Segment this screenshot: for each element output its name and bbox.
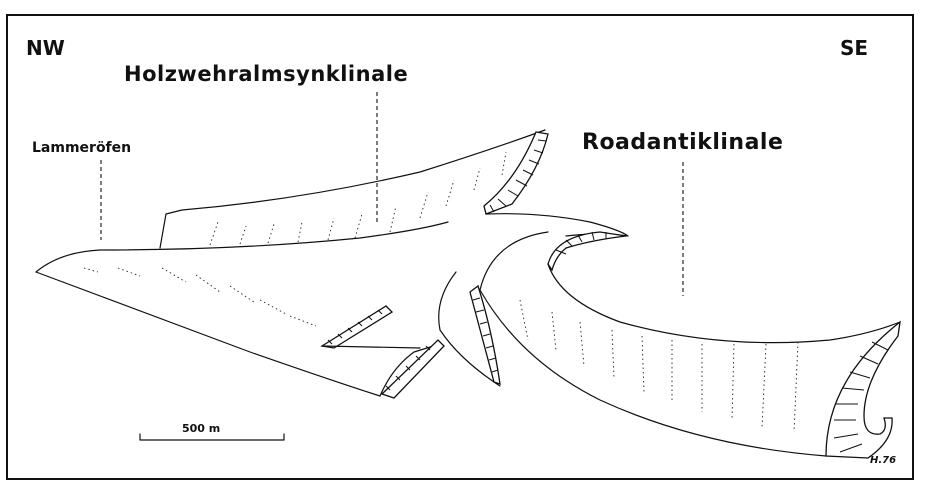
syncline-hinge-line [36, 222, 448, 272]
lower-small-band [382, 340, 444, 398]
direction-label-se: SE [840, 38, 868, 58]
lower-sheet-edge [36, 272, 380, 396]
author-signature: H.76 [870, 456, 896, 466]
syncline-hinge-band [484, 132, 548, 214]
syncline-label: Holzwehralmsynklinale [124, 64, 408, 85]
lammeroefen-label: Lammeröfen [32, 141, 131, 155]
anticline-inner-curve [480, 232, 548, 290]
anticline-upper-limb [548, 264, 900, 343]
direction-label-nw: NW [26, 38, 65, 58]
anticline-lower-limb [480, 290, 826, 456]
lower-sheet-hachures [84, 268, 316, 326]
anticline-label: Roadantiklinale [582, 132, 783, 154]
syncline-hachures [210, 152, 506, 245]
left-small-band [322, 306, 392, 348]
anticline-hachures [520, 300, 798, 432]
scale-label: 500 m [182, 423, 220, 434]
syncline-upper-limb [160, 130, 545, 248]
